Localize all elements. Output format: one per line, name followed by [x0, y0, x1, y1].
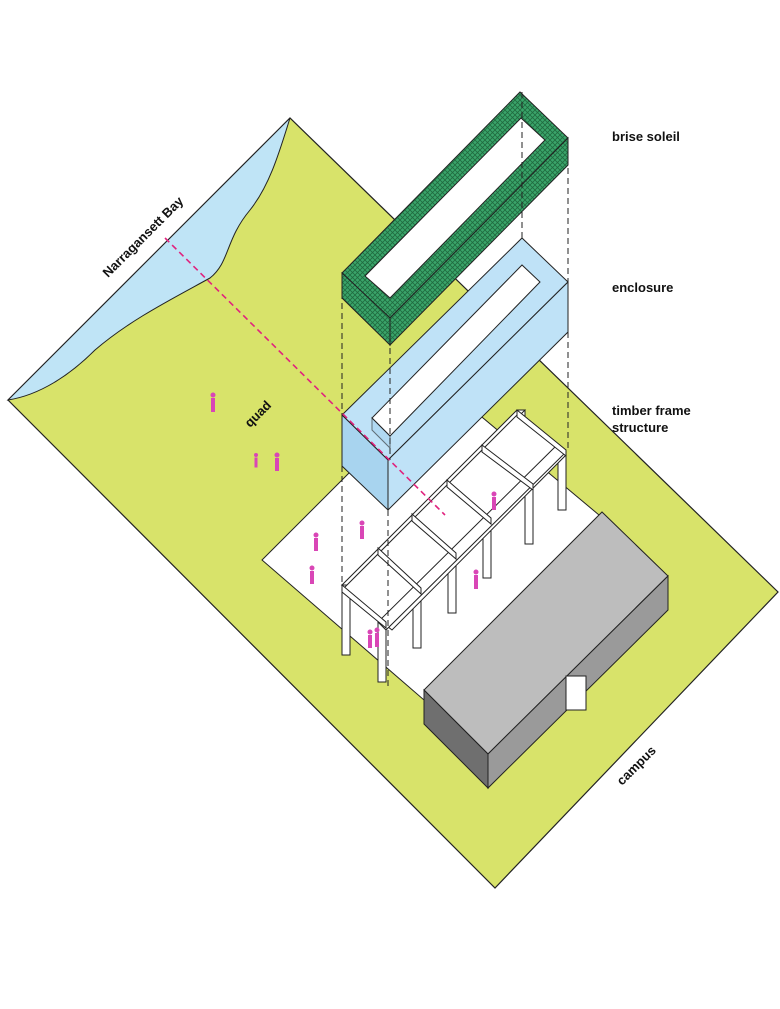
person-icon — [473, 569, 479, 589]
label-timber-frame-line1: timber frame — [612, 403, 691, 418]
label-brise-soleil: brise soleil — [612, 129, 680, 144]
person-icon — [359, 520, 365, 539]
site-axis-line — [164, 237, 446, 516]
building-volume — [423, 511, 669, 790]
person-icon — [491, 491, 497, 510]
label-timber-frame-line2: structure — [612, 420, 668, 435]
person-icon — [210, 392, 216, 412]
person-icon — [367, 629, 373, 648]
person-icon — [274, 452, 280, 471]
brise-soleil-volume — [341, 91, 569, 347]
enclosure-volume — [341, 237, 569, 512]
bay-water — [6, 117, 291, 401]
person-icon — [309, 565, 315, 584]
person-icon — [374, 627, 380, 647]
person-icon — [313, 532, 319, 551]
people — [210, 392, 497, 648]
timber-frame — [340, 408, 567, 683]
label-enclosure: enclosure — [612, 280, 673, 295]
projection-lines — [341, 92, 569, 720]
person-icon — [254, 453, 258, 468]
